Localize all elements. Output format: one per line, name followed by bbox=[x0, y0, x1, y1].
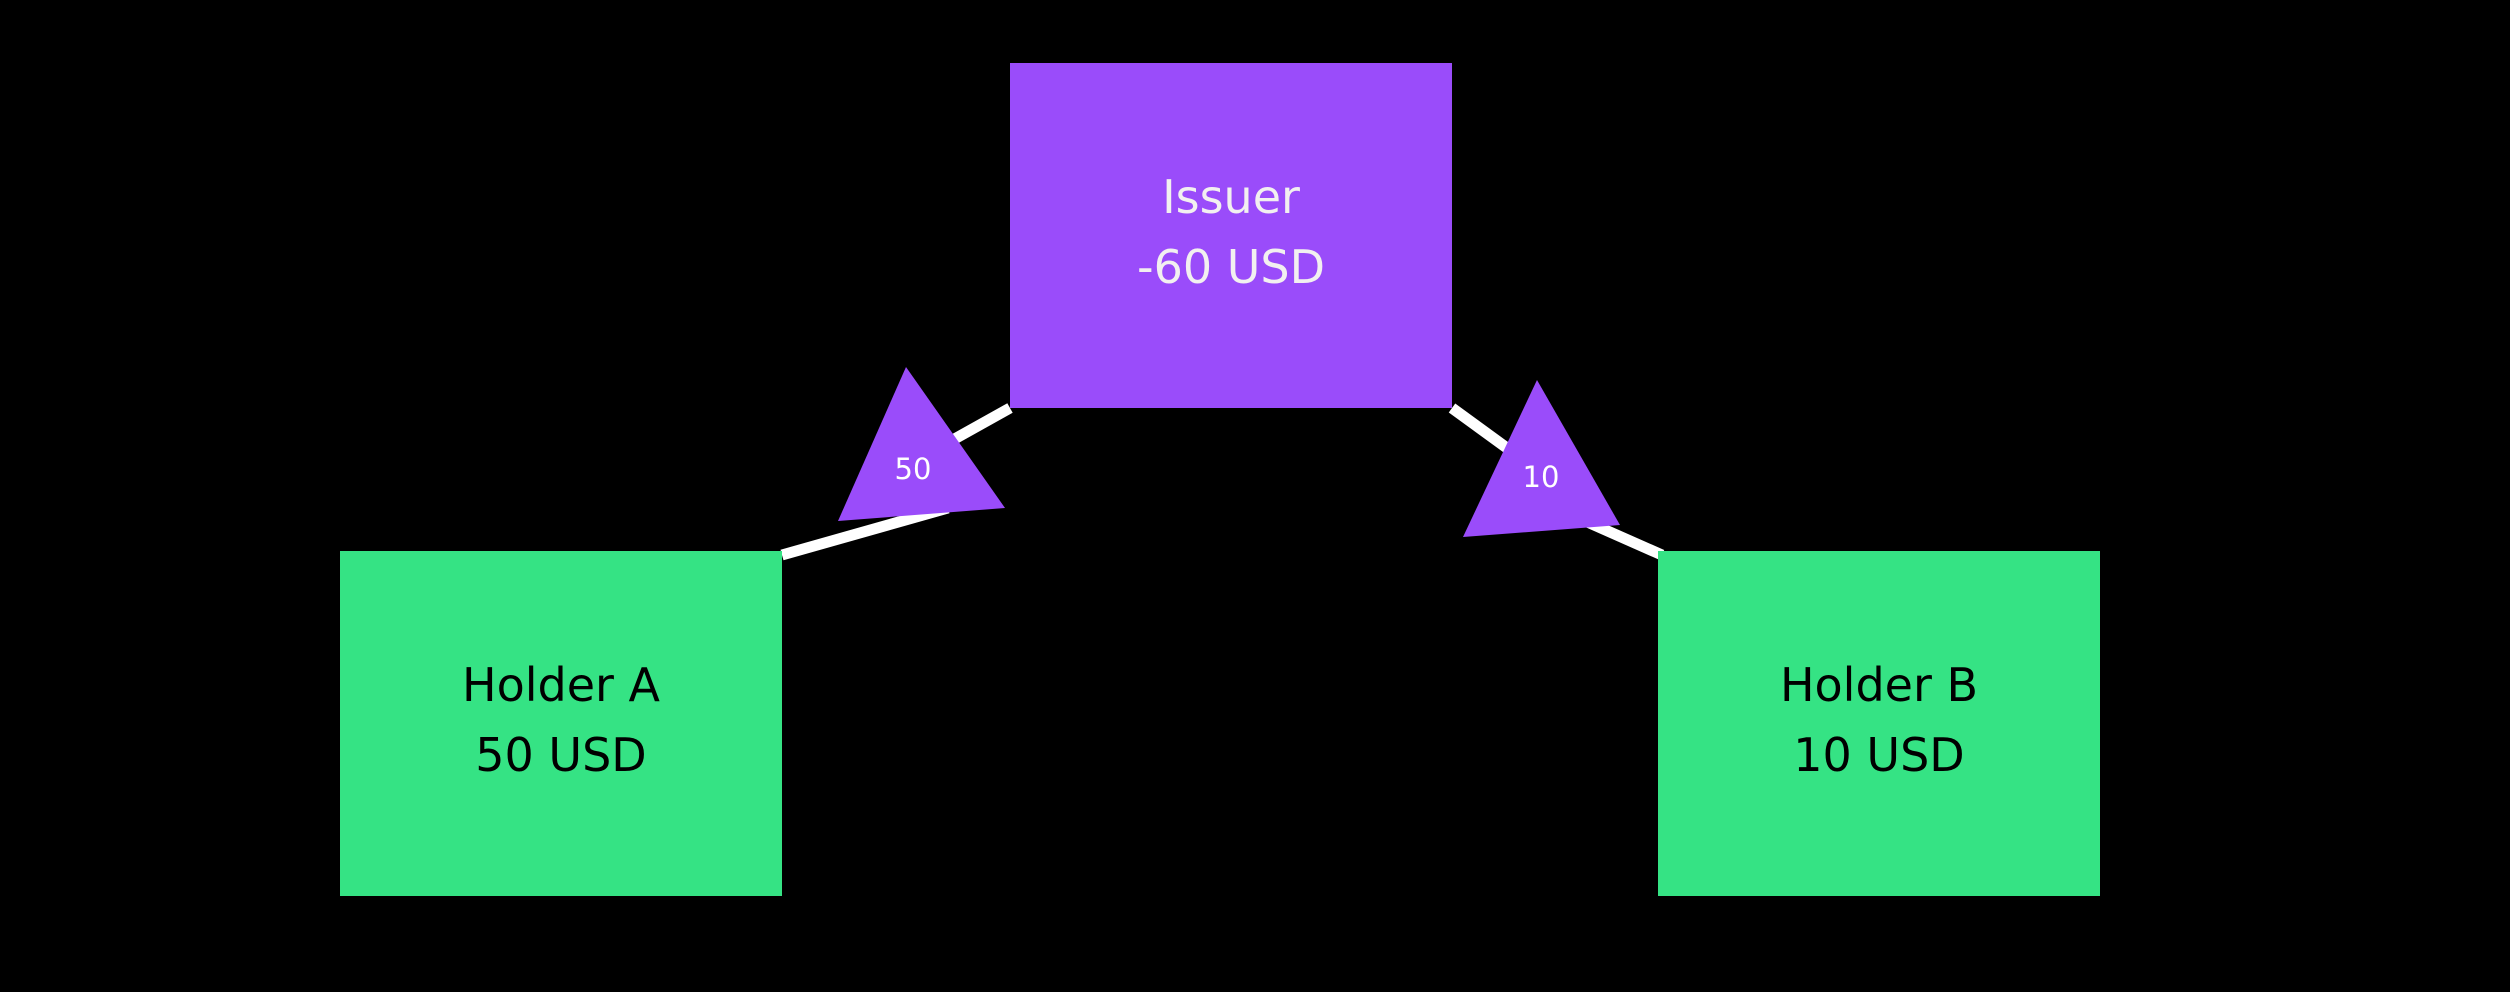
node-holder-b-title: Holder B bbox=[1780, 658, 1978, 712]
edge-issuer-to-holder-b[interactable]: 10 bbox=[1448, 380, 1665, 561]
node-holder-b-box[interactable] bbox=[1658, 551, 2100, 896]
edge-issuer-to-holder-a[interactable]: 50 bbox=[780, 367, 1013, 561]
node-issuer-box[interactable] bbox=[1010, 63, 1452, 408]
node-holder-a-balance: 50 USD bbox=[475, 728, 646, 782]
node-holder-b-balance: 10 USD bbox=[1793, 728, 1964, 782]
node-holder-a[interactable]: Holder A 50 USD bbox=[340, 551, 782, 896]
node-issuer-title: Issuer bbox=[1162, 170, 1300, 224]
edge-marker-triangle bbox=[1463, 380, 1620, 537]
node-holder-a-title: Holder A bbox=[462, 658, 661, 712]
node-issuer[interactable]: Issuer -60 USD bbox=[1010, 63, 1452, 408]
node-holder-a-box[interactable] bbox=[340, 551, 782, 896]
edge-label-10: 10 bbox=[1523, 460, 1560, 494]
edge-marker-triangle bbox=[838, 367, 1005, 521]
edge-label-50: 50 bbox=[895, 452, 932, 486]
node-issuer-balance: -60 USD bbox=[1137, 240, 1325, 294]
edge-segment-lower bbox=[780, 502, 950, 561]
node-holder-b[interactable]: Holder B 10 USD bbox=[1658, 551, 2100, 896]
